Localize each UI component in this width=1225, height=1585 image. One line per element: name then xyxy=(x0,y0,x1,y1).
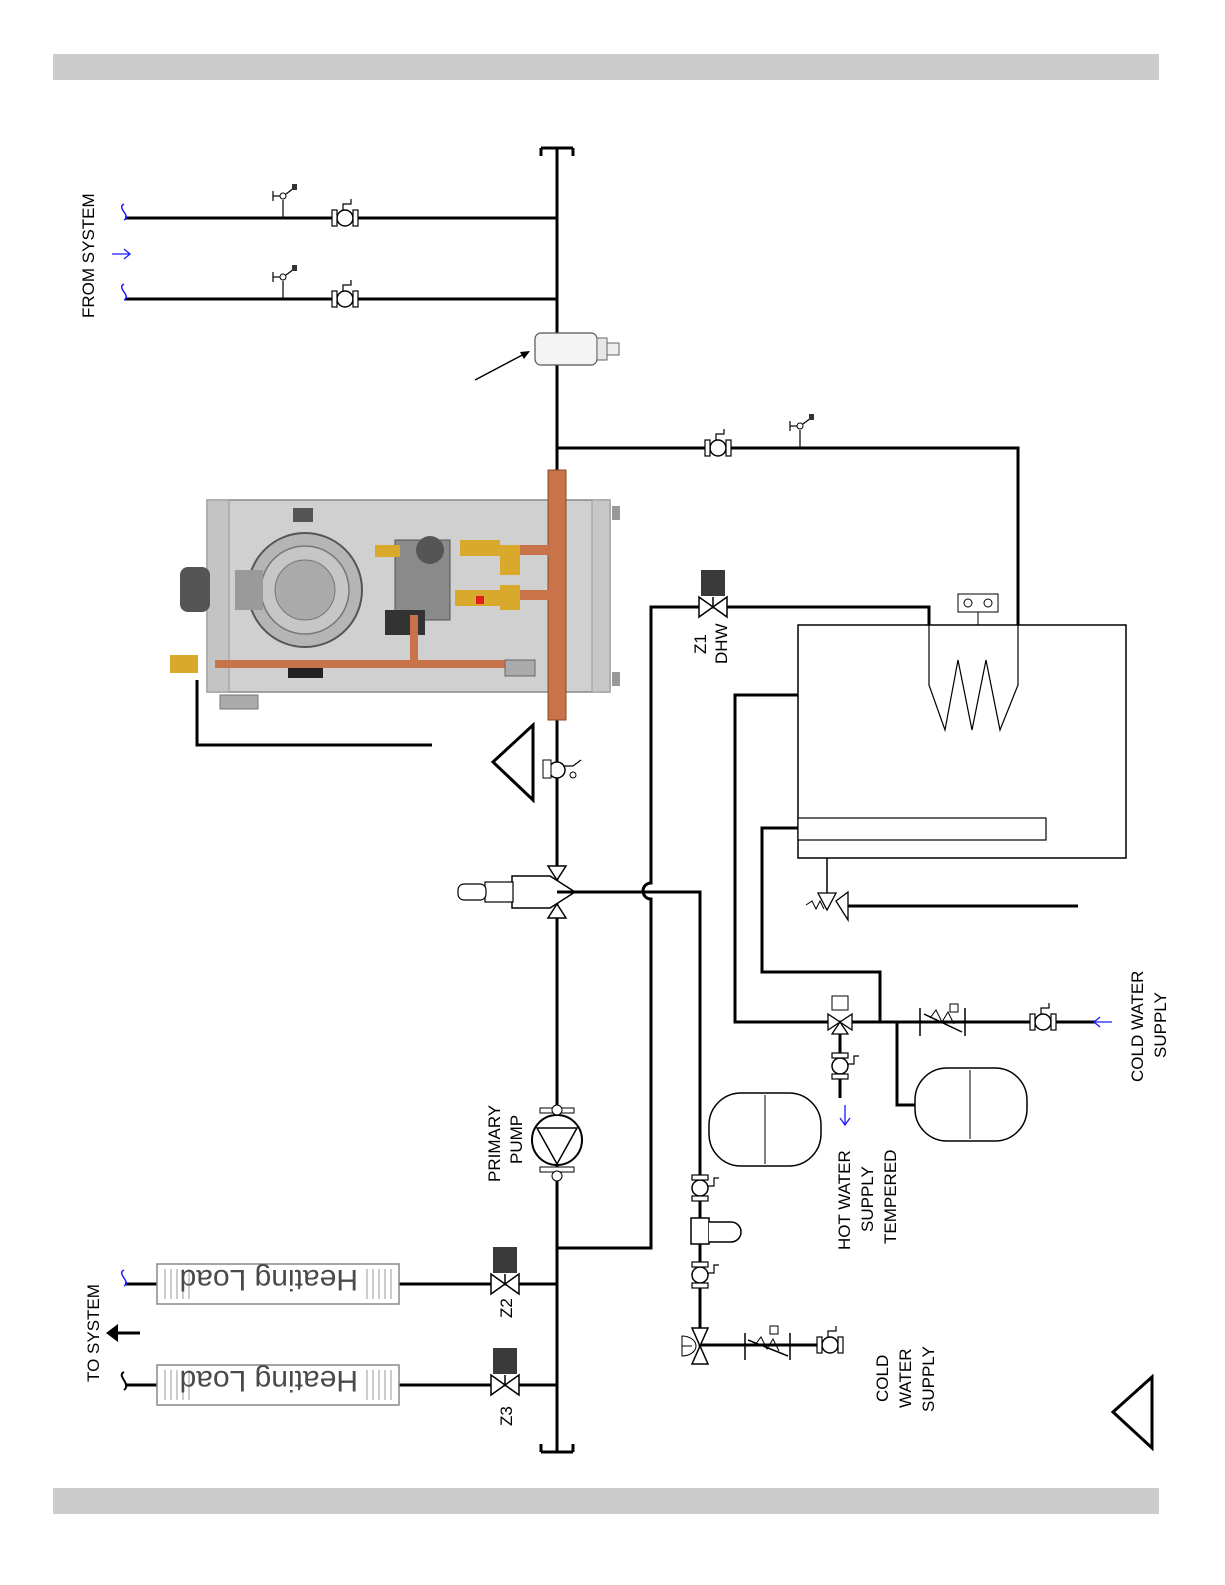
dhw-supply-pipe xyxy=(557,448,1018,625)
check-valve-icon xyxy=(745,1326,790,1360)
flow-arrow-icon xyxy=(122,284,127,300)
boiler xyxy=(170,470,620,720)
label-from-system: FROM SYSTEM xyxy=(79,193,98,318)
heating-load-label-z2: Heating Load xyxy=(180,1263,358,1296)
backflow-preventer-icon xyxy=(691,1218,741,1244)
label-cold-water-supply-bottom-1: COLD xyxy=(873,1355,892,1402)
label-z2: Z2 xyxy=(497,1298,516,1318)
pump-icon xyxy=(532,1105,582,1181)
ball-valve-icon xyxy=(705,429,731,456)
flow-arrow-icon xyxy=(122,204,127,220)
label-primary-pump-2: PUMP xyxy=(507,1115,526,1164)
ball-valve-icon xyxy=(832,1053,859,1079)
check-valve-icon xyxy=(920,1004,965,1036)
relief-valve-icon xyxy=(543,760,581,778)
return-lines xyxy=(125,218,557,299)
flow-arrow-icon xyxy=(122,1270,127,1286)
label-cold-water-supply-bottom-3: SUPPLY xyxy=(919,1346,938,1412)
drain-valve-icon xyxy=(273,265,297,299)
label-hot-water-supply-tempered-2: SUPPLY xyxy=(858,1166,877,1232)
flow-arrow-icon xyxy=(122,1372,127,1390)
warning-triangle-icon xyxy=(493,725,533,800)
to-system-arrow-icon xyxy=(106,1324,140,1342)
ball-valve-icon xyxy=(332,199,358,226)
zone-valve-icon xyxy=(491,1247,519,1294)
flow-arrow-icon xyxy=(112,249,130,259)
zone-valve-icon xyxy=(491,1348,519,1395)
expansion-tank-icon xyxy=(709,1093,821,1166)
dhw-tank xyxy=(798,594,1126,858)
ball-valve-icon xyxy=(692,1175,719,1201)
label-dhw: DHW xyxy=(712,623,731,664)
ball-valve-icon xyxy=(817,1326,843,1353)
flow-arrow-icon xyxy=(840,1105,850,1125)
expansion-tank-icon xyxy=(915,1068,1027,1141)
label-z3: Z3 xyxy=(497,1406,516,1426)
label-primary-pump-1: PRIMARY xyxy=(485,1105,504,1182)
heating-load-label-z3: Heating Load xyxy=(180,1364,358,1397)
label-cold-water-supply-right-2: SUPPLY xyxy=(1151,992,1170,1058)
warning-triangle-icon xyxy=(1113,1377,1152,1448)
label-to-system: TO SYSTEM xyxy=(84,1284,103,1382)
zone-valve-icon xyxy=(699,570,727,617)
footer-band xyxy=(53,1488,1159,1514)
drain-valve-icon xyxy=(273,184,297,218)
ball-valve-icon xyxy=(692,1262,719,1288)
drain-valve-icon xyxy=(790,414,814,448)
label-hot-water-supply-tempered-3: TEMPERED xyxy=(881,1150,900,1244)
mixing-valve-icon xyxy=(828,996,852,1034)
ball-valve-icon xyxy=(1030,1003,1056,1030)
label-z1: Z1 xyxy=(691,634,710,654)
dirt-separator xyxy=(475,333,619,380)
label-cold-water-supply-right-1: COLD WATER xyxy=(1128,971,1147,1082)
label-hot-water-supply-tempered-1: HOT WATER xyxy=(835,1150,854,1250)
flow-arrow-icon xyxy=(1094,1017,1112,1027)
label-cold-water-supply-bottom-2: WATER xyxy=(896,1349,915,1409)
header-band xyxy=(53,54,1159,80)
ball-valve-icon xyxy=(332,280,358,307)
tank-relief-valve-icon xyxy=(806,858,1078,920)
